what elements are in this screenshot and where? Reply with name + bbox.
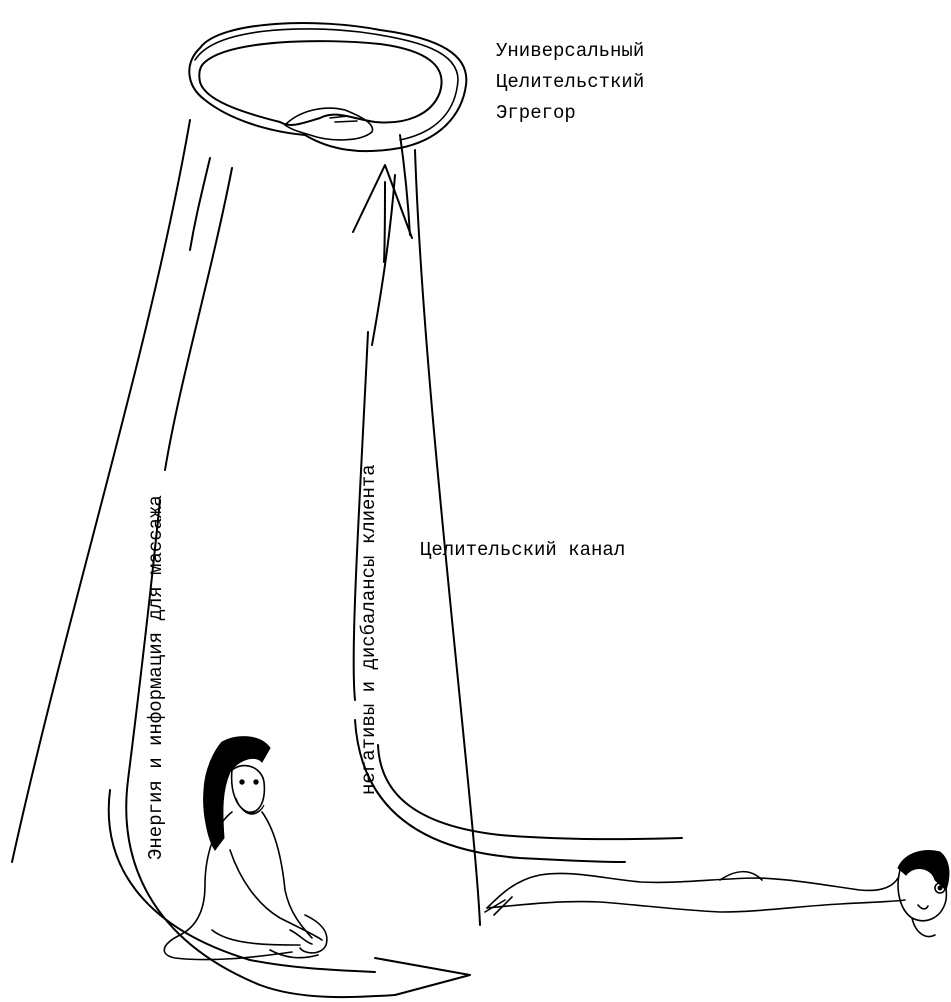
energy-channel [12,120,470,997]
egregor-label-line2: Целительсткий [496,71,644,93]
egregor-label-line1: Универсальный [496,40,644,62]
healer-figure [164,737,327,960]
energy-label: Энергия и информация для массажа [145,495,167,860]
negatives-label: негативы и дисбалансы клиента [358,464,380,795]
egregor-label-line3: Эгрегор [496,102,576,124]
egregor-oval [189,23,466,151]
client-figure [485,851,949,937]
healing-channel-line [415,150,480,925]
channel-label: Целительский канал [420,539,625,561]
negatives-channel [353,135,682,862]
